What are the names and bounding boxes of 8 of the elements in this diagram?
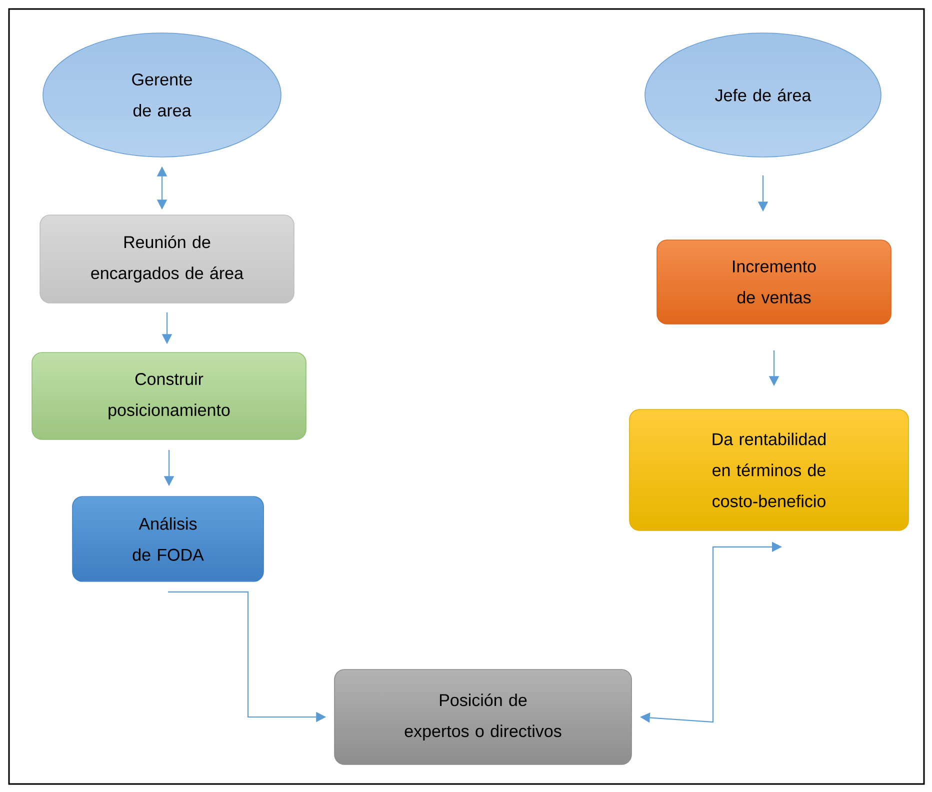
process-box: Reunión de encargados de área [40,214,294,304]
process-box: Análisis de FODA [72,496,264,582]
oval: Gerente de area [42,32,282,158]
oval: Jefe de área [644,32,882,158]
process-box: Incremento de ventas [656,240,892,324]
process-box: Construir posicionamiento [32,352,306,440]
process-box: Da rentabilidad en términos de costo-beneficio [629,409,909,531]
process-box: Posición de expertos o directivos [334,669,632,765]
